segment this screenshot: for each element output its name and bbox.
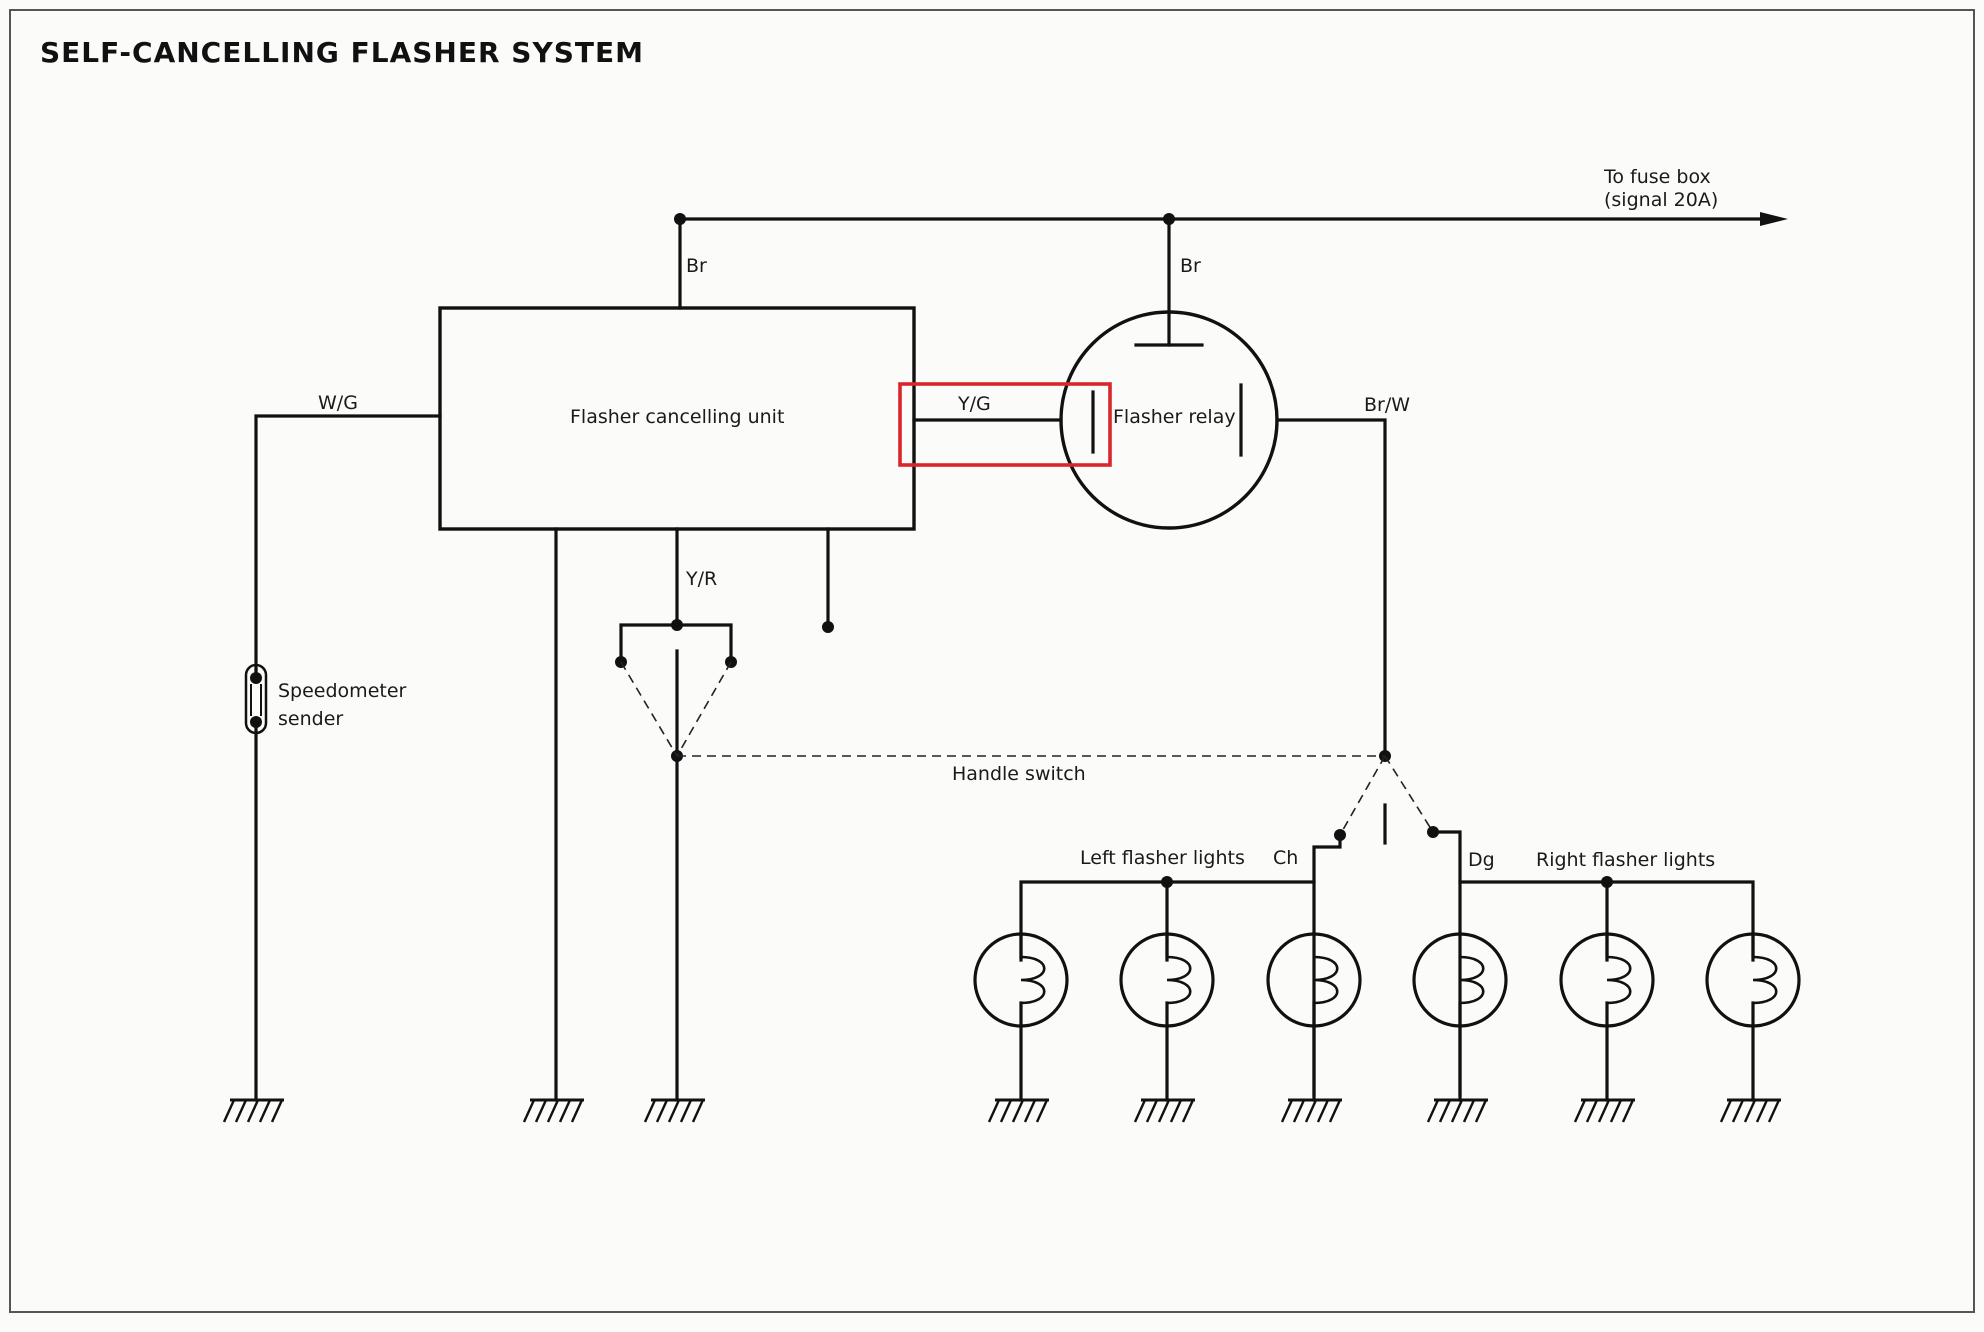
bulb-left-outer — [973, 932, 1069, 1102]
flasher-cancelling-unit: Flasher cancelling unit — [438, 306, 916, 531]
bulb-left-inner — [1119, 932, 1215, 1102]
supply-bus — [674, 212, 1788, 226]
handle-switch-label: Handle switch — [952, 763, 1086, 785]
left-flasher-lights-label: Left flasher lights — [1080, 847, 1245, 869]
speedometer-sender — [244, 663, 268, 1102]
speedo-label-line2: sender — [278, 708, 343, 730]
wire-label-wg: W/G — [318, 392, 358, 414]
wire-label-yr: Y/R — [685, 568, 717, 590]
wire-label-dg: Dg — [1468, 849, 1495, 871]
ground-icon — [1426, 1098, 1488, 1123]
yg-highlight-box — [898, 382, 1112, 467]
bulb-ch — [1266, 932, 1362, 1102]
handle-switch — [620, 661, 1434, 836]
ground-icon — [987, 1098, 1049, 1123]
wire-label-brw: Br/W — [1364, 394, 1410, 416]
wire-label-ch: Ch — [1273, 847, 1298, 869]
ground-icon — [643, 1098, 705, 1123]
relay-label: Flasher relay — [1113, 406, 1236, 428]
wire-label-br-right: Br — [1180, 255, 1201, 277]
ground-icon — [522, 1098, 584, 1123]
wire-label-yg: Y/G — [957, 393, 991, 415]
ground-icon — [1280, 1098, 1342, 1123]
bulb-dg — [1412, 932, 1508, 1102]
wire-label-br-left: Br — [686, 255, 707, 277]
ground-icon — [1133, 1098, 1195, 1123]
ground-icon — [1573, 1098, 1635, 1123]
page-frame — [9, 9, 1975, 1313]
ground-icon — [222, 1098, 284, 1123]
bulb-right-outer — [1705, 932, 1801, 1102]
right-flasher-lights-label: Right flasher lights — [1536, 849, 1715, 871]
cancelling-unit-label: Flasher cancelling unit — [570, 406, 784, 428]
bulb-right-inner — [1559, 932, 1655, 1102]
diagram-title: SELF-CANCELLING FLASHER SYSTEM — [40, 36, 644, 69]
supply-label-line2: (signal 20A) — [1604, 189, 1718, 211]
supply-label-line1: To fuse box — [1603, 166, 1711, 188]
arrow-right-icon — [1760, 212, 1788, 226]
speedo-label-line1: Speedometer — [278, 680, 407, 702]
ground-icon — [1719, 1098, 1781, 1123]
ground-symbols — [222, 1098, 1781, 1123]
